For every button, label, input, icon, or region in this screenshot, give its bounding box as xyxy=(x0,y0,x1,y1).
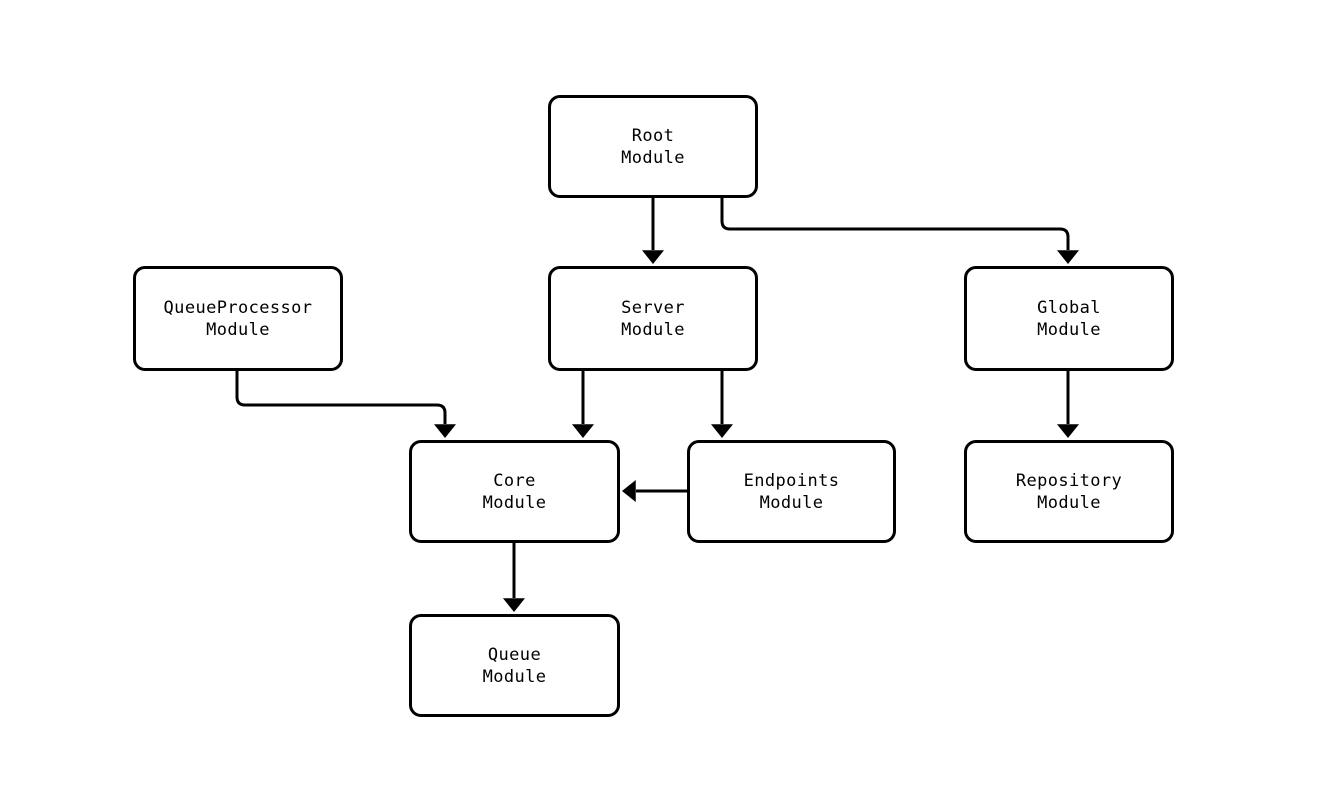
node-label: Root Module xyxy=(621,125,685,168)
node-label: Server Module xyxy=(621,297,685,340)
node-server-module[interactable]: Server Module xyxy=(548,266,758,371)
arrowhead-root-to-global xyxy=(1057,250,1079,264)
node-label: QueueProcessor Module xyxy=(163,297,313,340)
edge-queueprocessor-to-core xyxy=(235,371,447,424)
node-label: Queue Module xyxy=(482,644,547,687)
arrowhead-queueprocessor-to-core xyxy=(434,424,456,438)
arrowhead-core-to-queue xyxy=(503,598,525,612)
arrowhead-endpoints-to-core xyxy=(622,480,636,502)
node-root-module[interactable]: Root Module xyxy=(548,95,758,198)
node-global-module[interactable]: Global Module xyxy=(964,266,1174,371)
node-endpoints-module[interactable]: Endpoints Module xyxy=(687,440,896,543)
node-label: Core Module xyxy=(482,470,547,513)
edge-root-to-global xyxy=(720,198,1070,250)
node-queueprocessor-module[interactable]: QueueProcessor Module xyxy=(133,266,343,371)
node-queue-module[interactable]: Queue Module xyxy=(409,614,620,717)
arrowhead-server-to-endpoints xyxy=(711,424,733,438)
arrowhead-root-to-server xyxy=(642,250,664,264)
node-label: Endpoints Module xyxy=(743,470,840,513)
node-label: Repository Module xyxy=(1015,470,1123,513)
node-repository-module[interactable]: Repository Module xyxy=(964,440,1174,543)
arrowhead-server-to-core xyxy=(572,424,594,438)
arrowhead-global-to-repository xyxy=(1057,424,1079,438)
node-core-module[interactable]: Core Module xyxy=(409,440,620,543)
node-label: Global Module xyxy=(1037,297,1101,340)
